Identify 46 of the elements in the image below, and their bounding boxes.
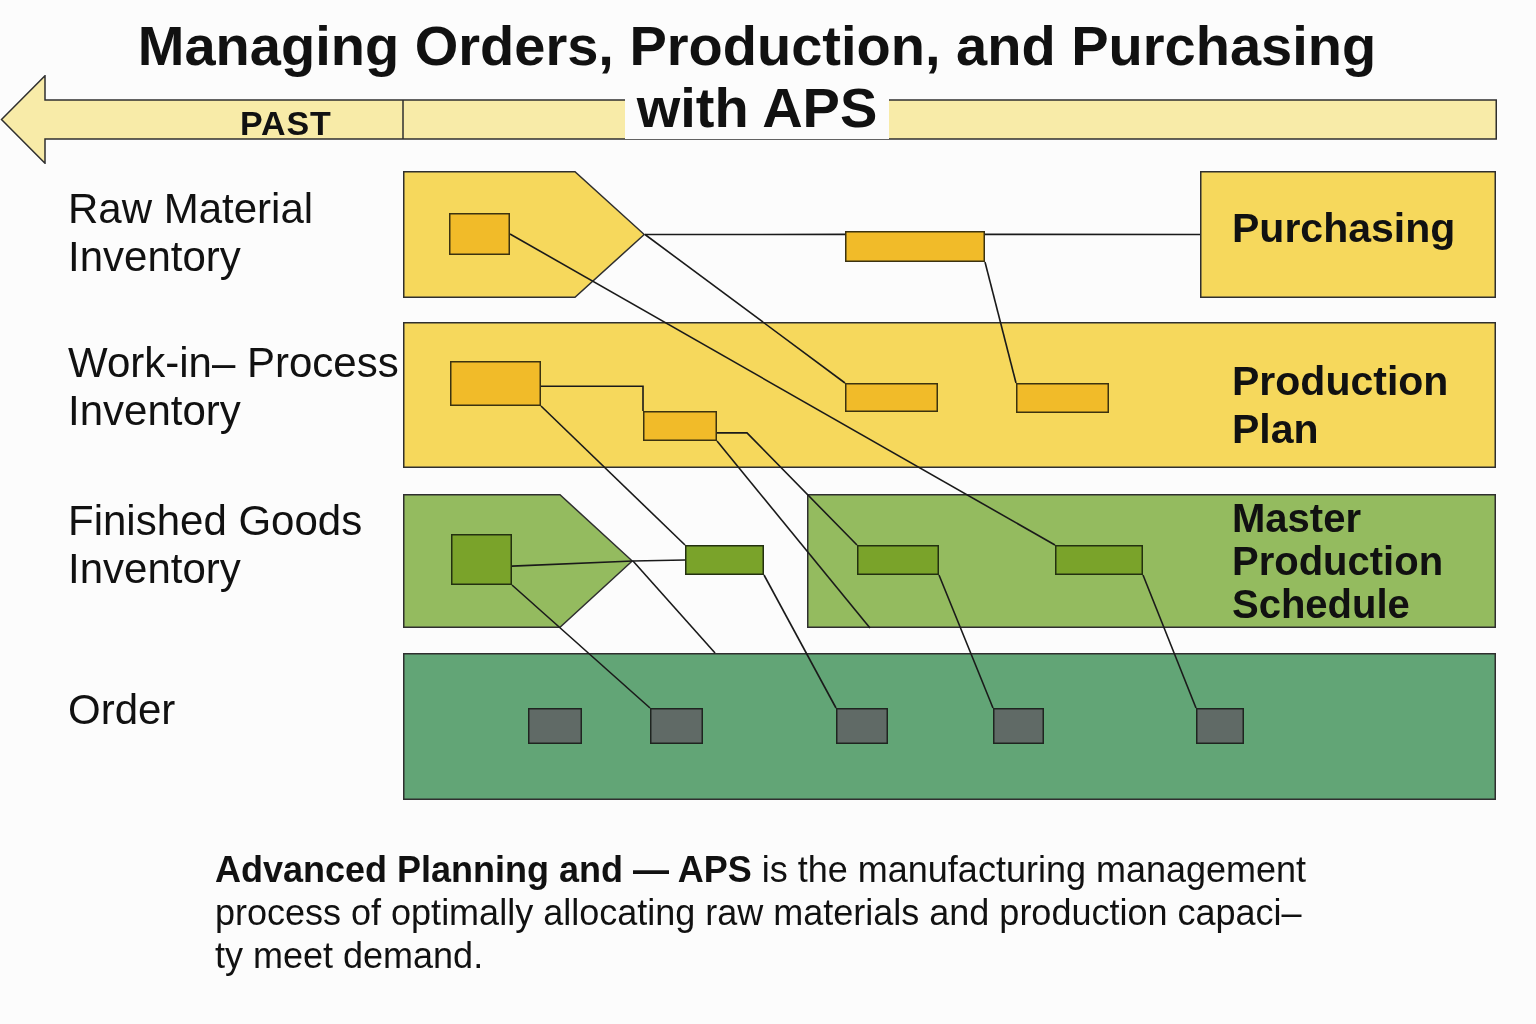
connector-line [716,440,871,629]
task-block [685,545,764,575]
row-label: Finished Goods Inventory [68,497,364,593]
band-label: Production Plan [1232,357,1450,453]
connector-line [763,574,837,709]
task-block [449,213,510,255]
connector-line [632,560,716,654]
pentagon-band [403,171,645,298]
row-label: Order [68,686,177,734]
pentagon-band [403,494,633,628]
lane-band [403,653,1496,800]
connector-line [716,432,858,546]
connector-line [644,233,846,384]
connector-line [984,233,1201,236]
connector-line [1142,574,1197,709]
process-box [1200,171,1496,298]
connector-line [511,560,634,567]
box-label: Purchasing [1232,204,1456,252]
task-block [650,708,703,744]
task-block [845,231,985,262]
connector-line [509,233,1056,546]
connector-line [984,261,1017,384]
task-block [857,545,939,575]
task-block [451,534,512,585]
connector-line [632,559,686,562]
task-block [1016,383,1109,413]
task-block [836,708,888,744]
lane-band [807,494,1496,628]
task-block [643,411,717,441]
task-block [993,708,1044,744]
connector-line [511,584,651,709]
band-label: Master Production Schedule [1232,497,1445,626]
connector-line [540,405,686,546]
task-block [845,383,938,412]
row-label: Work-in– Process Inventory [68,339,400,435]
connector-line [938,574,994,709]
arrow-label: PAST [240,106,332,140]
task-block [1196,708,1244,744]
connector-line [540,385,644,412]
task-block [528,708,582,744]
row-label: Raw Material Inventory [68,185,315,281]
task-block [450,361,541,406]
caption-text: Advanced Planning and — APS is the manufacturing management process of optimally allocating raw materials and production capaci– ty meet demand. [215,848,1308,977]
connector-line [644,233,846,236]
task-block [1055,545,1143,575]
lane-band [403,322,1496,468]
